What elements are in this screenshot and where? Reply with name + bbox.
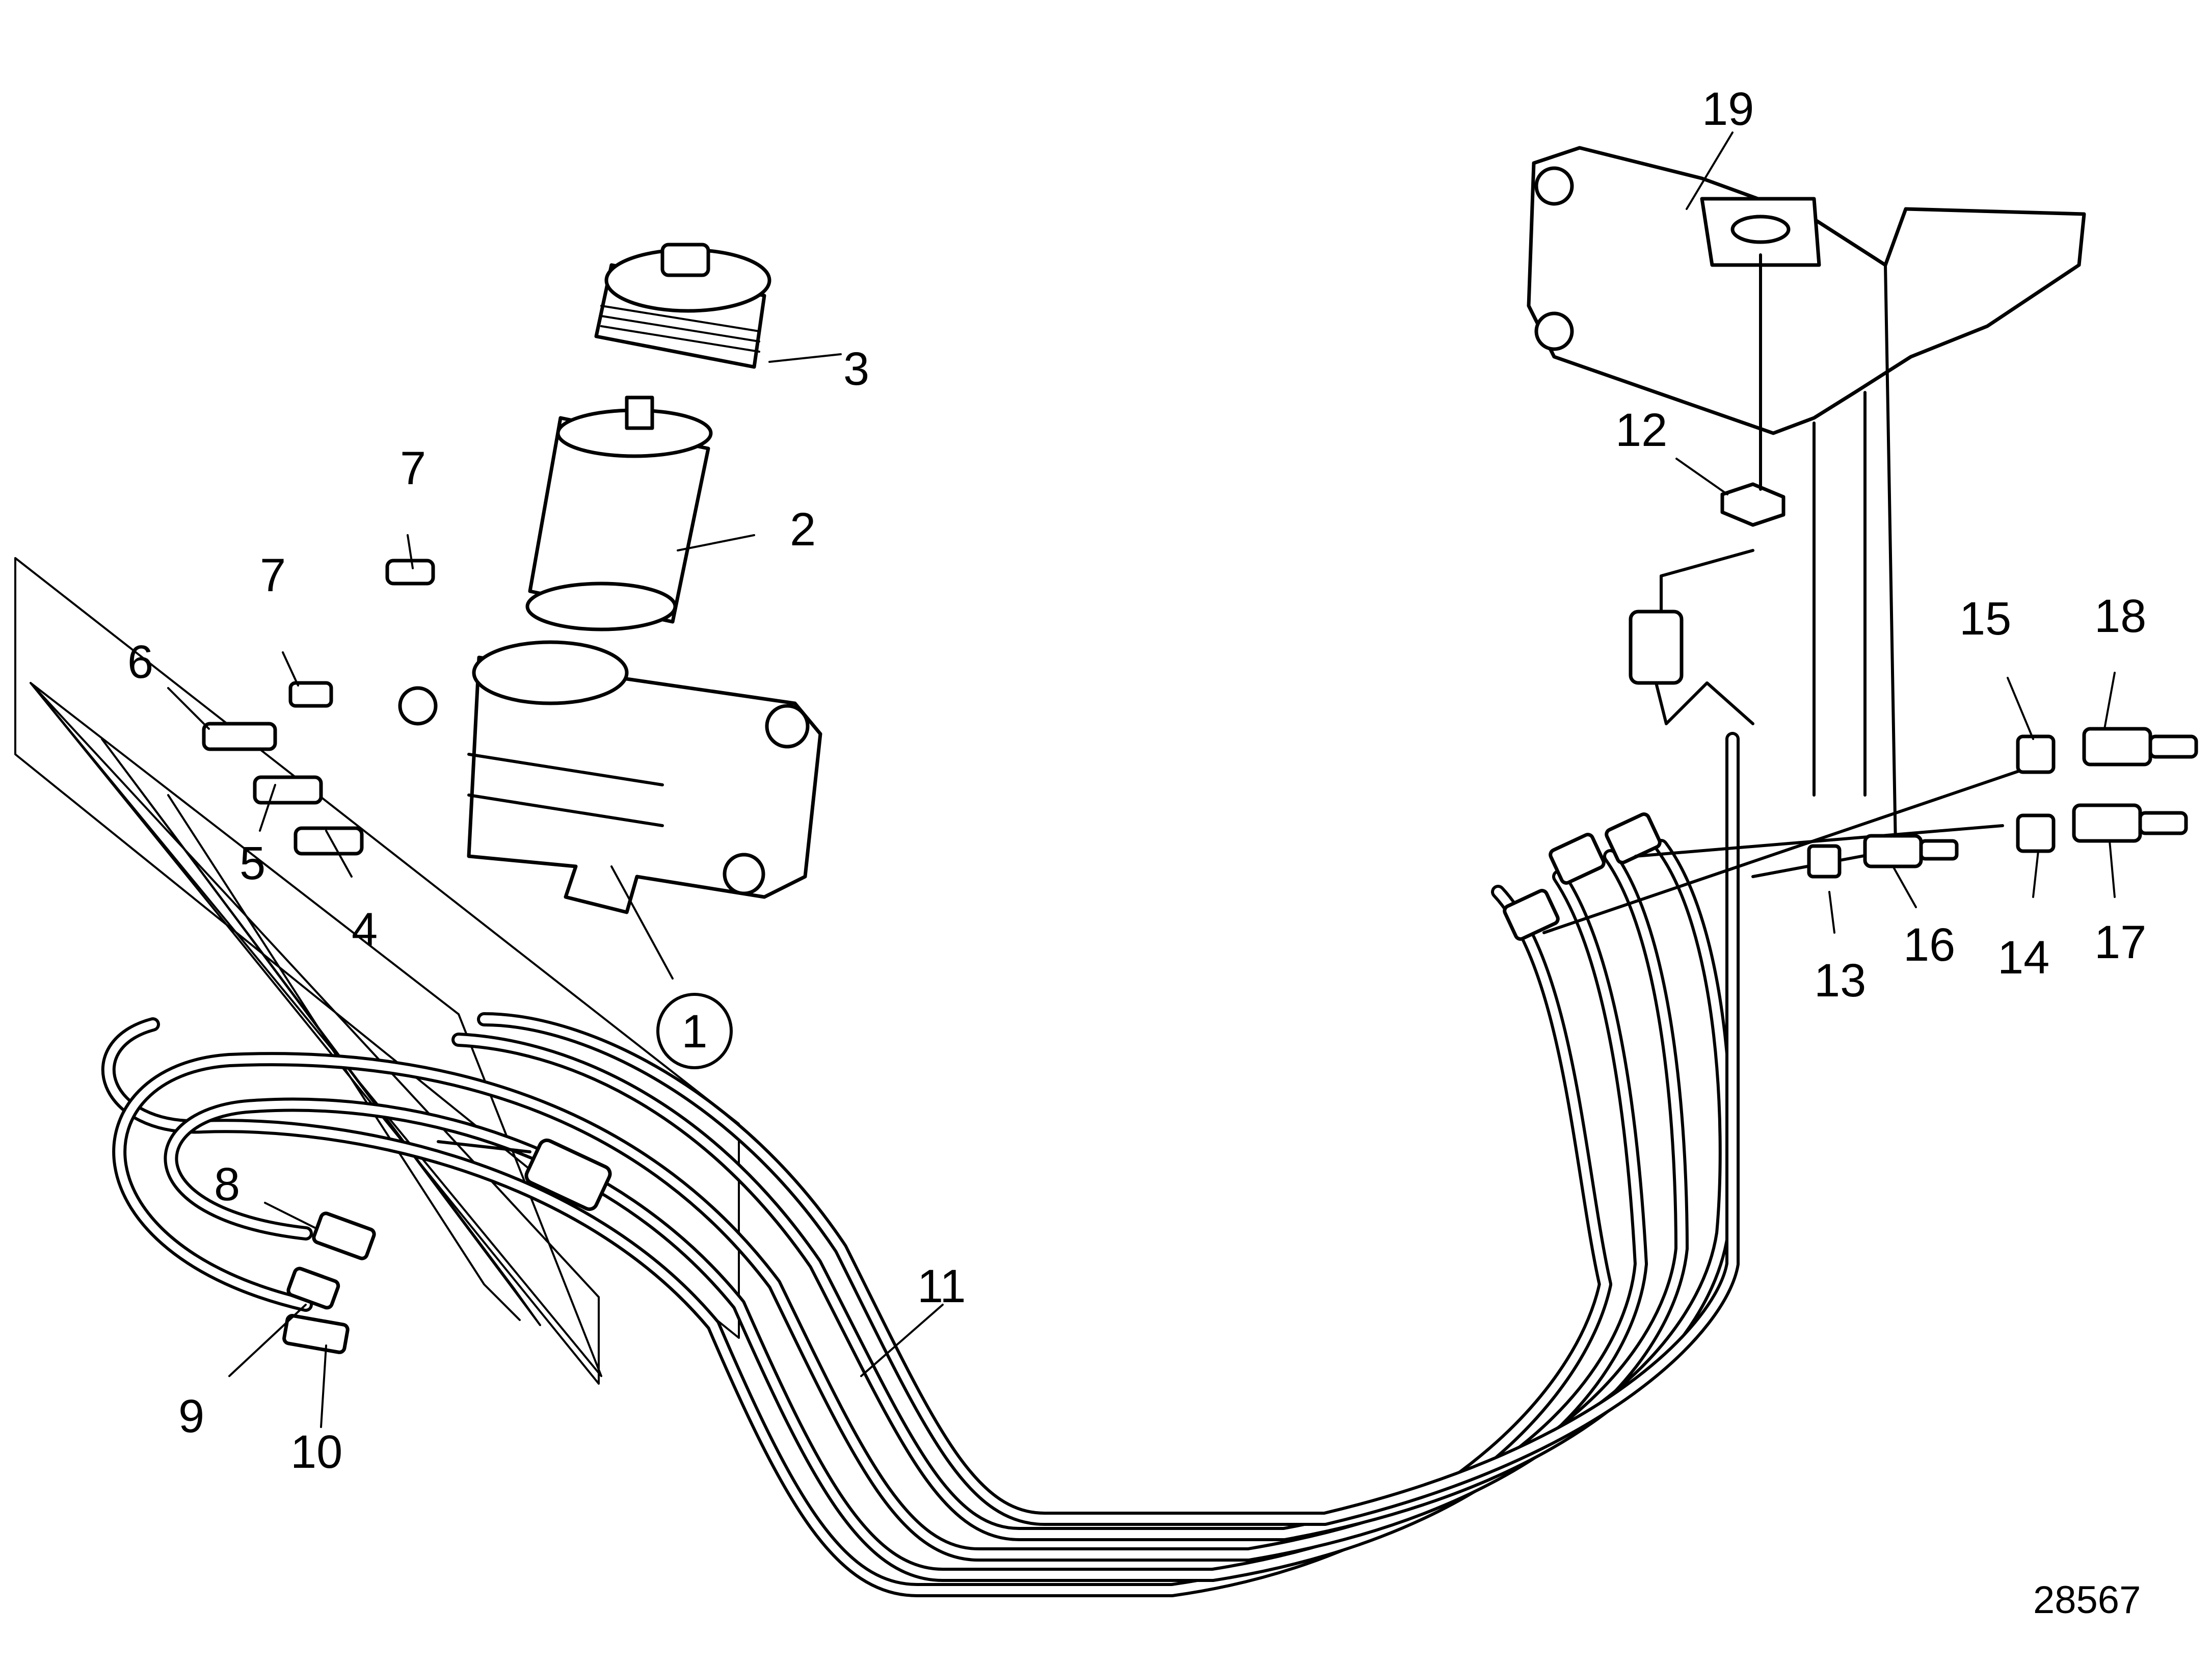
callout-7-lower: 7 bbox=[260, 549, 286, 601]
callout-labels: 1 2 3 4 5 6 7 7 8 9 10 11 12 13 14 15 16… bbox=[127, 83, 2146, 1478]
right-fittings bbox=[1542, 727, 2198, 934]
callout-6: 6 bbox=[127, 636, 153, 688]
leader-lines bbox=[167, 131, 2116, 1428]
filter-element bbox=[525, 395, 713, 631]
callout-7-upper: 7 bbox=[400, 442, 426, 494]
callout-10: 10 bbox=[290, 1426, 342, 1478]
hose-bundle bbox=[101, 732, 1740, 1597]
small-fittings bbox=[202, 559, 435, 856]
nut-and-sensor bbox=[1629, 253, 1785, 725]
callout-4: 4 bbox=[352, 904, 378, 956]
callout-1-circle bbox=[656, 993, 733, 1069]
callout-15: 15 bbox=[1959, 593, 2011, 645]
callout-8: 8 bbox=[214, 1158, 240, 1210]
mounting-bracket bbox=[1527, 146, 2086, 848]
callout-5: 5 bbox=[239, 837, 265, 889]
callout-14: 14 bbox=[1997, 932, 2049, 984]
callout-19: 19 bbox=[1702, 83, 1754, 135]
callout-13: 13 bbox=[1814, 955, 1866, 1007]
callout-12: 12 bbox=[1615, 404, 1667, 456]
callout-2: 2 bbox=[790, 504, 816, 556]
diagram-reference-number: 28567 bbox=[2033, 1578, 2141, 1622]
callout-3: 3 bbox=[843, 343, 869, 395]
callout-9: 9 bbox=[178, 1390, 204, 1442]
oil-filter-housing bbox=[398, 640, 822, 914]
callout-1: 1 bbox=[681, 1006, 707, 1058]
callout-16: 16 bbox=[1903, 919, 1955, 971]
callout-11: 11 bbox=[917, 1260, 966, 1312]
filter-cap bbox=[594, 243, 771, 369]
callout-18: 18 bbox=[2094, 590, 2146, 642]
callout-17: 17 bbox=[2094, 916, 2146, 968]
